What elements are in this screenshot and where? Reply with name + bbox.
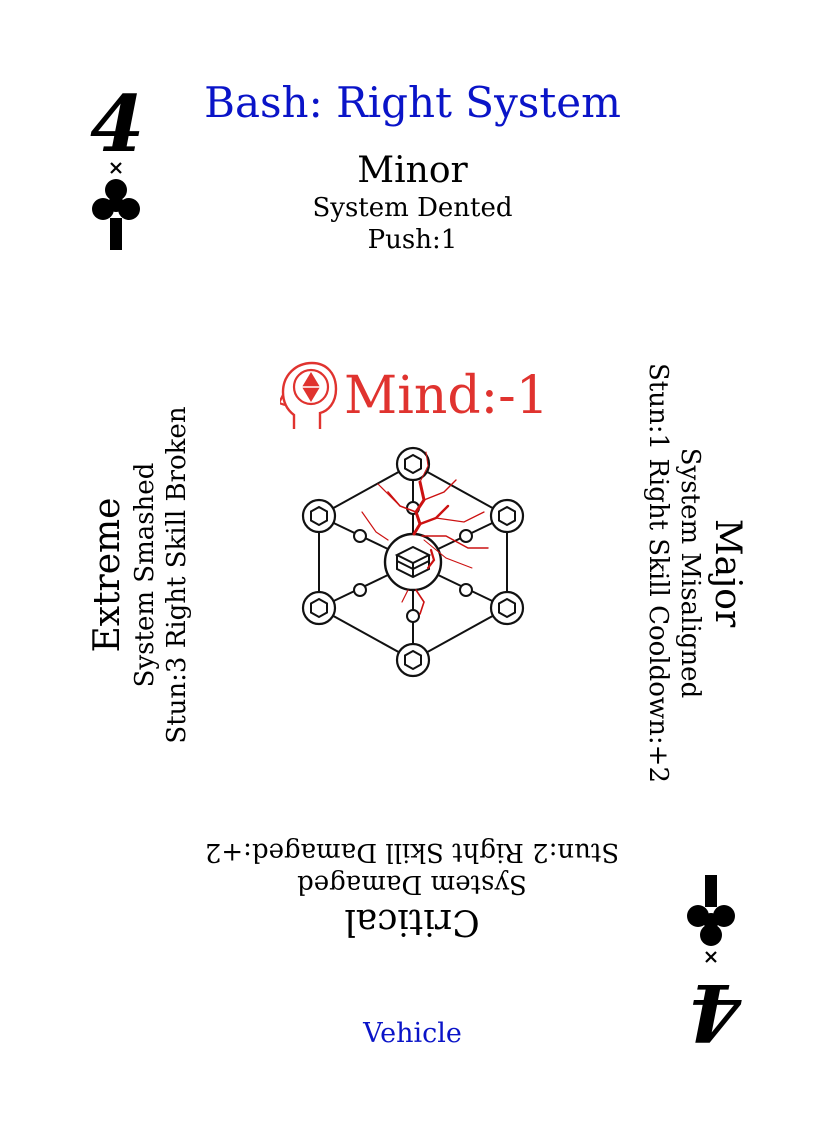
extreme-heading: Extreme	[87, 497, 128, 653]
minor-heading: Minor	[357, 150, 468, 191]
mind-head-icon	[280, 361, 338, 429]
major-heading: Major	[707, 518, 748, 628]
card-title: Bash: Right System	[204, 78, 621, 127]
club-icon	[687, 875, 735, 963]
major-line1: System Misaligned	[675, 447, 705, 699]
minor-section: Minor System Dented Push:1	[0, 150, 825, 256]
major-line2: Stun:1 Right Skill Cooldown:+2	[643, 363, 673, 783]
minor-line1: System Dented	[312, 193, 513, 223]
extreme-line1: System Smashed	[130, 462, 160, 688]
minor-line2: Push:1	[367, 225, 458, 255]
extreme-line2: Stun:3 Right Skill Broken	[162, 406, 192, 744]
extreme-section: Extreme System Smashed Stun:3 Right Skil…	[75, 390, 205, 760]
critical-line1: System Damaged	[297, 869, 527, 899]
effect-row: Mind:-1	[280, 356, 549, 436]
critical-line2: Stun:2 Right Skill Damaged:+2	[204, 837, 620, 867]
club-icon	[92, 162, 140, 250]
critical-section: Critical System Damaged Stun:2 Right Ski…	[162, 836, 662, 942]
effect-label: Mind:-1	[344, 366, 549, 426]
system-network-icon	[301, 446, 525, 678]
card-footer: Vehicle	[363, 1018, 462, 1049]
major-section: Major System Misaligned Stun:1 Right Ski…	[640, 343, 750, 803]
critical-heading: Critical	[344, 901, 480, 942]
rank-top-left: 4	[90, 79, 145, 170]
